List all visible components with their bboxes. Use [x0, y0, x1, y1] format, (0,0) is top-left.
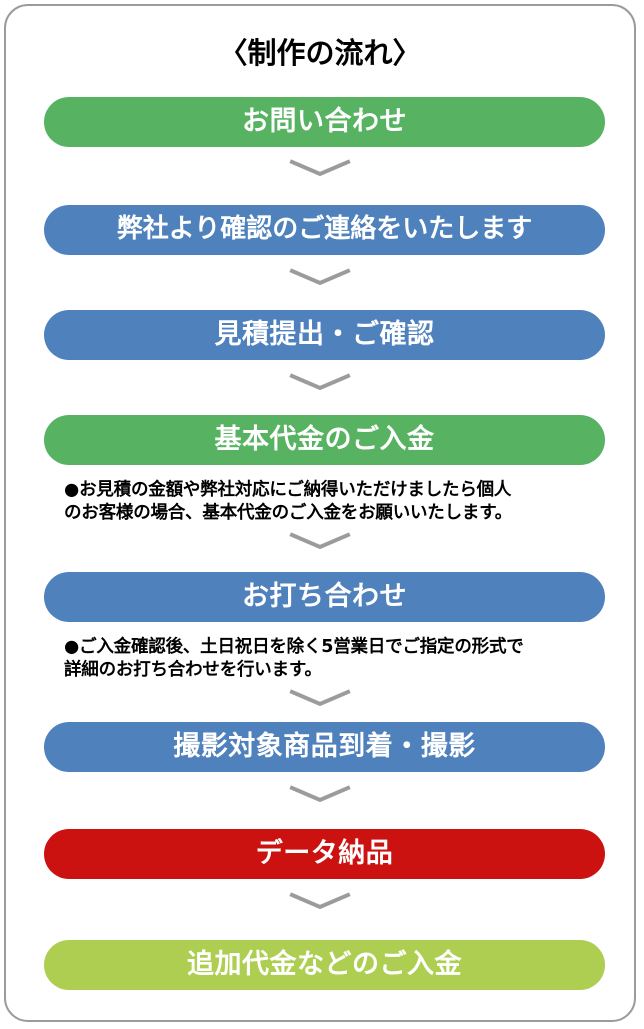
step-label: 撮影対象商品到着・撮影	[173, 730, 476, 762]
chevron-down-icon-6	[289, 784, 351, 804]
chevron-down-icon-3	[289, 372, 351, 392]
chevron-down-icon-2	[289, 267, 351, 287]
step-label: データ納品	[255, 837, 394, 869]
step-pill-base-payment[interactable]: 基本代金のご入金	[44, 415, 605, 465]
step-label: 基本代金のご入金	[214, 423, 435, 455]
step-label: お問い合わせ	[242, 105, 407, 137]
step-pill-meeting[interactable]: お打ち合わせ	[44, 572, 605, 622]
page-title: 〈制作の流れ〉	[218, 36, 422, 70]
step-label: 弊社より確認のご連絡をいたします	[116, 214, 533, 244]
step-label: お打ち合わせ	[242, 580, 407, 612]
note-line: ●ご入金確認後、土日祝日を除く5営業日でご指定の形式で	[64, 637, 524, 657]
note-meeting: ●ご入金確認後、土日祝日を除く5営業日でご指定の形式で 詳細のお打ち合わせを行い…	[64, 636, 594, 682]
note-base-payment: ●お見積の金額や弊社対応にご納得いただけましたら個人 のお客様の場合、基本代金の…	[64, 479, 594, 525]
step-pill-confirmation-contact[interactable]: 弊社より確認のご連絡をいたします	[44, 205, 605, 255]
step-pill-inquiry[interactable]: お問い合わせ	[44, 97, 605, 147]
step-label: 見積提出・ご確認	[214, 318, 435, 350]
step-pill-data-delivery[interactable]: データ納品	[44, 829, 605, 879]
production-flow-card: 〈制作の流れ〉 お問い合わせ 弊社より確認のご連絡をいたします 見積提出・ご確認…	[4, 4, 636, 1022]
step-pill-additional-payment[interactable]: 追加代金などのご入金	[44, 940, 605, 990]
step-pill-quotation[interactable]: 見積提出・ご確認	[44, 310, 605, 360]
note-line: のお客様の場合、基本代金のご入金をお願いいたします。	[64, 503, 513, 524]
chevron-down-icon-7	[289, 891, 351, 911]
note-line: ●お見積の金額や弊社対応にご納得いただけましたら個人	[64, 480, 512, 500]
chevron-down-icon-5	[289, 688, 351, 708]
chevron-down-icon-4	[289, 531, 351, 551]
chevron-down-icon-1	[289, 158, 351, 178]
step-label: 追加代金などのご入金	[187, 948, 462, 980]
step-pill-shooting[interactable]: 撮影対象商品到着・撮影	[44, 722, 605, 772]
note-line: 詳細のお打ち合わせを行います。	[64, 660, 322, 681]
